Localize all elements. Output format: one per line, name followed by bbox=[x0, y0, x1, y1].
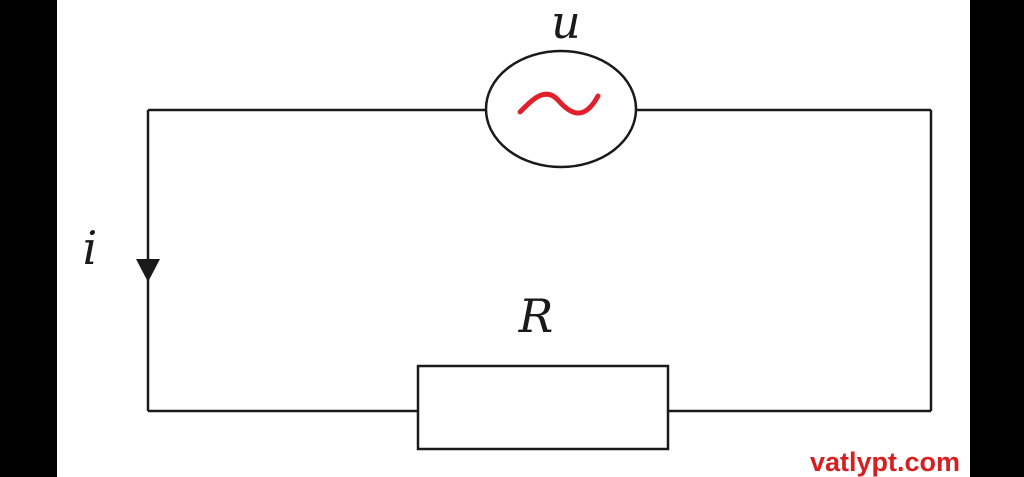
current-label: i bbox=[83, 221, 98, 275]
ac-source-icon bbox=[517, 91, 601, 116]
resistor-label: R bbox=[518, 289, 554, 343]
arrow-down-icon bbox=[136, 259, 160, 282]
ac-source-circle bbox=[484, 49, 638, 169]
watermark: vatlypt.com bbox=[810, 447, 960, 477]
ac-source bbox=[484, 49, 638, 169]
voltage-label: u bbox=[551, 0, 581, 49]
resistor bbox=[416, 364, 670, 451]
